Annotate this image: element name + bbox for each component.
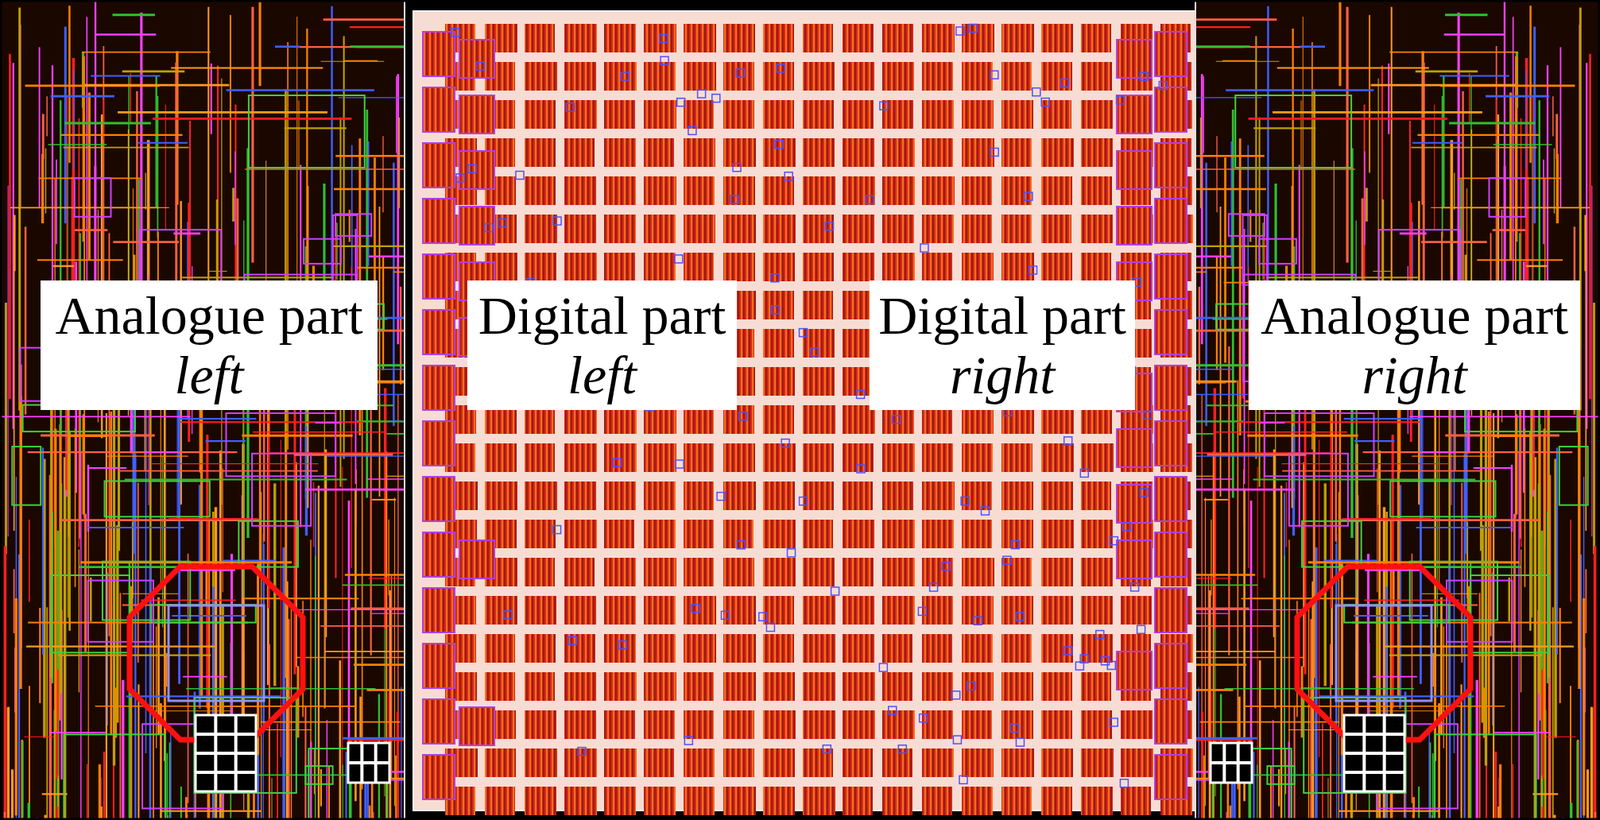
label-box: Analogue partright [1248,280,1581,411]
analogue-block [0,0,406,820]
part-name: Digital part [878,286,1127,346]
label-box: Digital partright [869,280,1136,411]
digital-core [413,11,1197,816]
part-name: Analogue part [1260,286,1569,346]
side-name: left [567,345,637,406]
label-box: Digital partleft [467,280,737,411]
side-name: right [1361,345,1467,406]
side-name: left [174,345,245,406]
label-box: Analogue partleft [40,280,378,411]
analogue-block [1194,0,1600,820]
part-name: Digital part [478,286,727,346]
part-name: Analogue part [54,286,363,346]
side-name: right [949,345,1055,406]
